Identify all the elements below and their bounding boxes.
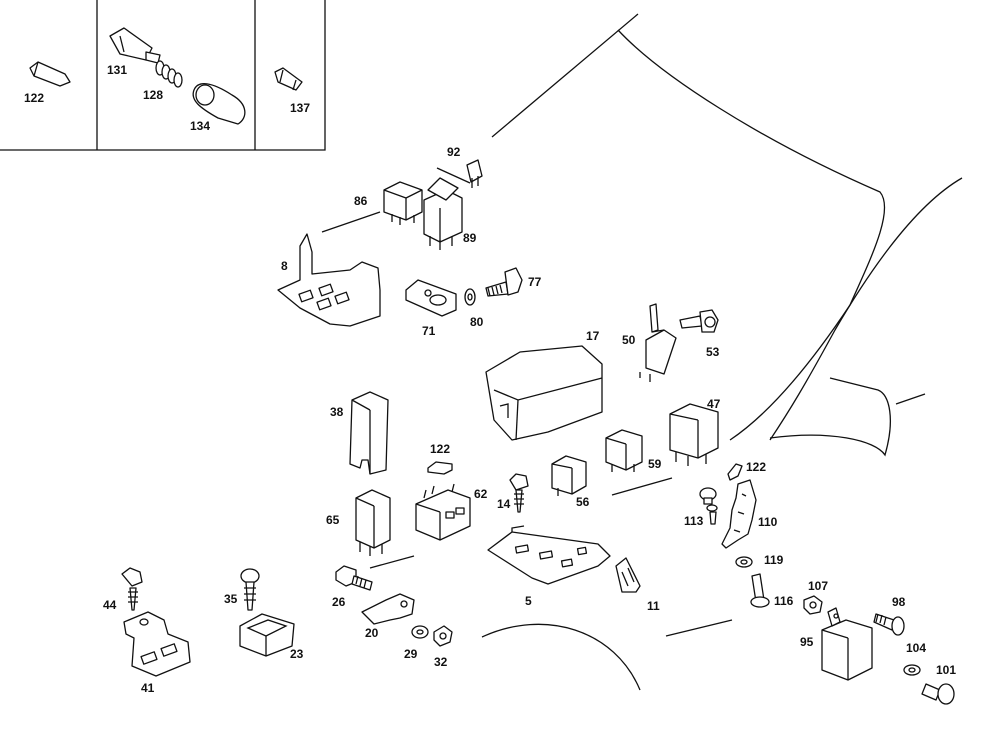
part-17-cover <box>485 345 603 441</box>
label-122-inset: 122 <box>24 91 44 105</box>
part-95-relay <box>821 607 873 681</box>
label-53: 53 <box>706 345 720 359</box>
label-38: 38 <box>330 405 344 419</box>
part-8-bracket <box>277 233 381 327</box>
label-23: 23 <box>290 647 304 661</box>
label-71: 71 <box>422 324 436 338</box>
label-128: 128 <box>143 88 163 102</box>
label-65: 65 <box>326 513 340 527</box>
label-35: 35 <box>224 592 238 606</box>
label-101: 101 <box>936 663 956 677</box>
part-98-screw <box>873 613 905 636</box>
part-labels: 122 131 128 134 137 92 86 89 8 77 71 80 … <box>24 63 956 695</box>
vehicle-outline <box>369 13 963 691</box>
label-59: 59 <box>648 457 662 471</box>
part-137-fuse <box>274 67 303 91</box>
part-50-relay <box>639 303 677 382</box>
label-8: 8 <box>281 259 288 273</box>
label-14: 14 <box>497 497 511 511</box>
label-104: 104 <box>906 641 926 655</box>
part-71-clamp <box>405 279 457 317</box>
label-20: 20 <box>365 626 379 640</box>
part-62-socket <box>415 483 471 541</box>
label-11: 11 <box>647 599 660 613</box>
part-11-clip <box>615 557 641 593</box>
part-41-bracket <box>123 611 191 677</box>
part-107-nut <box>803 595 823 615</box>
part-5-plate <box>487 525 611 585</box>
part-44-screw <box>121 567 143 611</box>
label-41: 41 <box>141 681 155 695</box>
label-47: 47 <box>707 397 721 411</box>
part-110-bracket <box>721 479 757 549</box>
label-110: 110 <box>758 515 778 529</box>
part-86-relay <box>383 181 423 225</box>
label-29: 29 <box>404 647 418 661</box>
label-44: 44 <box>103 598 117 612</box>
part-122-bulb-middle <box>427 461 453 475</box>
label-26: 26 <box>332 595 346 609</box>
label-5: 5 <box>525 594 532 608</box>
part-53-screw <box>679 309 719 333</box>
part-122-bulb-right <box>727 463 743 481</box>
part-113-screw <box>699 487 718 525</box>
label-92: 92 <box>447 145 461 159</box>
label-98: 98 <box>892 595 906 609</box>
label-86: 86 <box>354 194 368 208</box>
label-134: 134 <box>190 119 210 133</box>
part-134-cap <box>192 83 246 125</box>
part-29-washer <box>411 625 429 639</box>
label-77: 77 <box>528 275 542 289</box>
label-107: 107 <box>808 579 828 593</box>
label-131: 131 <box>107 63 127 77</box>
part-47-relay <box>669 403 719 466</box>
part-131-socket <box>109 27 161 64</box>
label-56: 56 <box>576 495 590 509</box>
label-116: 116 <box>774 594 794 608</box>
label-17: 17 <box>586 329 600 343</box>
label-80: 80 <box>470 315 484 329</box>
part-26-bolt <box>335 565 373 591</box>
label-137: 137 <box>290 101 310 115</box>
label-32: 32 <box>434 655 448 669</box>
label-95: 95 <box>800 635 814 649</box>
part-77-screw <box>485 267 523 297</box>
inset-frame <box>0 0 326 151</box>
label-122-middle: 122 <box>430 442 450 456</box>
part-32-nut <box>433 625 453 647</box>
label-113: 113 <box>684 514 704 528</box>
part-65-relay <box>355 489 391 556</box>
part-59-relay <box>605 429 643 472</box>
part-89-relay-holder <box>423 177 463 250</box>
label-89: 89 <box>463 231 477 245</box>
label-50: 50 <box>622 333 636 347</box>
part-80-washer <box>464 288 476 306</box>
part-38-cover <box>349 391 389 475</box>
label-122-right: 122 <box>746 460 766 474</box>
label-62: 62 <box>474 487 488 501</box>
part-35-screw <box>240 568 260 611</box>
part-122-bulb-inset <box>29 61 71 87</box>
part-56-relay <box>551 455 587 496</box>
part-104-washer <box>903 664 921 676</box>
label-119: 119 <box>764 553 784 567</box>
part-128-spring <box>155 60 183 88</box>
part-116-bolt <box>750 573 770 608</box>
part-92-fuse <box>466 159 483 188</box>
part-101-bolt <box>921 683 955 705</box>
part-20-bracket <box>361 593 415 625</box>
leader-lines <box>321 167 471 233</box>
part-119-washer <box>735 556 753 568</box>
part-14-screw <box>509 473 529 513</box>
part-23-socket <box>239 613 295 657</box>
